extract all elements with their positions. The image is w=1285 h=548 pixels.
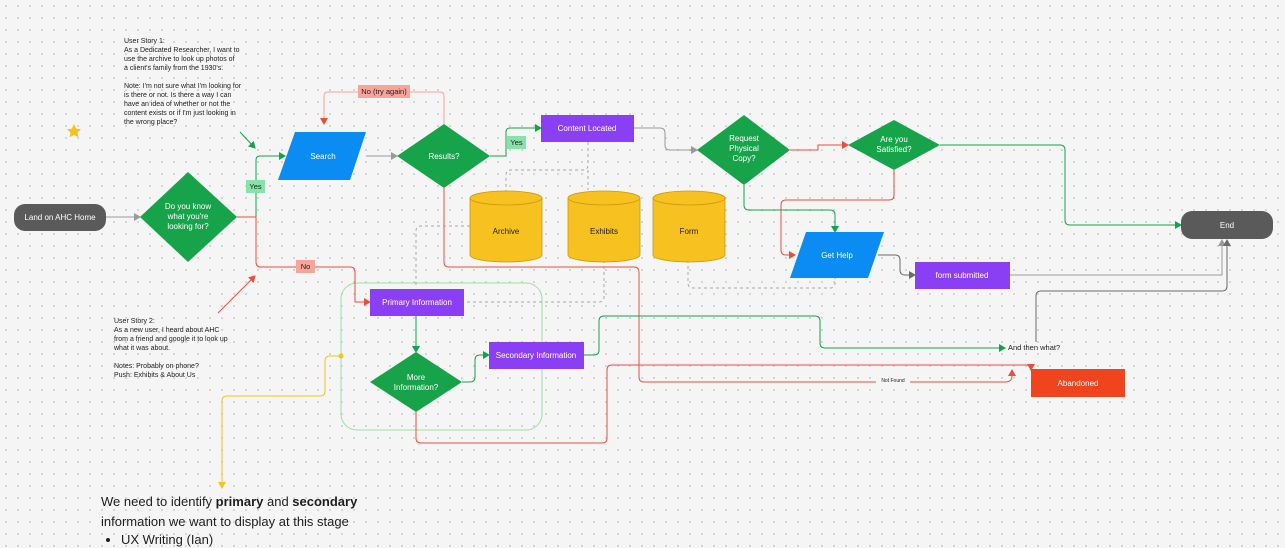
do-you-know-line2: what you're (167, 212, 209, 221)
primary-info-node[interactable]: Primary Information (370, 289, 464, 316)
edge-submitted-to-end (1010, 239, 1226, 276)
edge-dashed-form-gethelp (687, 260, 836, 289)
edge-not-found (443, 188, 1016, 383)
edge-andthen-to-end (1035, 239, 1231, 342)
bottom-note-line2: information we want to display at this s… (101, 514, 349, 529)
exhibits-label: Exhibits (590, 227, 618, 236)
bottom-note-primary: primary (215, 494, 264, 509)
end-label: End (1220, 221, 1234, 230)
satisfied-line1: Are you (880, 135, 908, 144)
secondary-info-node[interactable]: Secondary Information (489, 342, 584, 369)
abandoned-label: Abandoned (1058, 379, 1099, 388)
request-line3: Copy? (732, 154, 756, 163)
star-icon (67, 124, 81, 138)
do-you-know-node[interactable]: Do you know what you're looking for? (140, 172, 237, 262)
bottom-note-secondary: secondary (292, 494, 358, 509)
edge-request-to-satisfied (790, 141, 849, 151)
satisfied-line2: Satisfied? (876, 145, 912, 154)
exhibits-node[interactable]: Exhibits (567, 190, 641, 263)
request-line2: Physical (729, 144, 759, 153)
user-story-1-note: User Story 1: As a Dedicated Researcher,… (124, 38, 242, 126)
and-then-what-label: And then what? (1008, 343, 1061, 352)
abandoned-node[interactable]: Abandoned (1031, 369, 1125, 397)
do-you-know-line3: looking for? (167, 222, 209, 231)
no-try-again-tag: No (try again) (358, 85, 410, 98)
bottom-note-line1: We need to identify primary and secondar… (101, 494, 358, 509)
search-node[interactable]: Search (278, 132, 366, 180)
request-copy-node[interactable]: Request Physical Copy? (697, 115, 790, 185)
bottom-note-list: UX Writing (Ian) (101, 532, 461, 548)
edge-more-to-abandoned (415, 363, 1035, 444)
land-label: Land on AHC Home (24, 213, 96, 222)
story2-arrow (217, 275, 256, 314)
edge-yellow-note (218, 355, 341, 489)
request-line1: Request (729, 134, 760, 143)
do-you-know-line1: Do you know (165, 202, 211, 211)
primary-info-label: Primary Information (382, 298, 452, 307)
satisfied-node[interactable]: Are you Satisfied? (848, 120, 940, 170)
results-node[interactable]: Results? (397, 124, 490, 188)
search-label: Search (310, 152, 335, 161)
edge-dashed-exhibits-primary (465, 260, 605, 303)
edge-secondary-to-andthen (584, 315, 1006, 356)
more-info-node[interactable]: More Information? (370, 352, 462, 412)
end-node[interactable]: End (1181, 211, 1273, 239)
not-found-label: Not Found (876, 376, 910, 386)
more-info-line2: Information? (394, 383, 439, 392)
yes-tag-2: Yes (507, 136, 526, 149)
edge-dashed-archive-primary (415, 225, 470, 288)
edge-dashed-content (505, 142, 589, 194)
land-node[interactable]: Land on AHC Home (14, 204, 106, 231)
user-story-2-note: User Story 2: As a new user, I heard abo… (114, 318, 228, 379)
more-info-line1: More (407, 373, 426, 382)
no-tag: No (296, 260, 315, 273)
edge-satisfied-to-gethelp (780, 170, 895, 259)
bottom-note: We need to identify primary and secondar… (101, 492, 461, 548)
form-node[interactable]: Form (652, 190, 726, 263)
archive-node[interactable]: Archive (469, 190, 543, 263)
yes-tag-1: Yes (246, 180, 265, 193)
form-submitted-label: form submitted (936, 271, 989, 280)
content-located-label: Content Located (558, 124, 617, 133)
bottom-note-bullet: UX Writing (Ian) (121, 532, 461, 548)
results-label: Results? (428, 152, 460, 161)
edge-yes-to-search (237, 152, 286, 218)
connectors (106, 91, 1231, 489)
get-help-label: Get Help (821, 251, 853, 260)
edge-gethelp-to-submitted (878, 254, 916, 279)
archive-label: Archive (493, 227, 520, 236)
edge-request-to-gethelp (743, 185, 839, 233)
form-label: Form (680, 227, 699, 236)
edge-satisfied-to-end (940, 144, 1182, 229)
secondary-info-label: Secondary Information (496, 351, 577, 360)
edge-yes-to-content (490, 124, 542, 157)
get-help-node[interactable]: Get Help (790, 232, 884, 278)
edge-more-to-secondary (462, 351, 490, 383)
story1-arrow (239, 131, 256, 149)
edge-content-to-request (634, 127, 698, 154)
form-submitted-node[interactable]: form submitted (915, 262, 1010, 289)
content-located-node[interactable]: Content Located (541, 115, 634, 142)
